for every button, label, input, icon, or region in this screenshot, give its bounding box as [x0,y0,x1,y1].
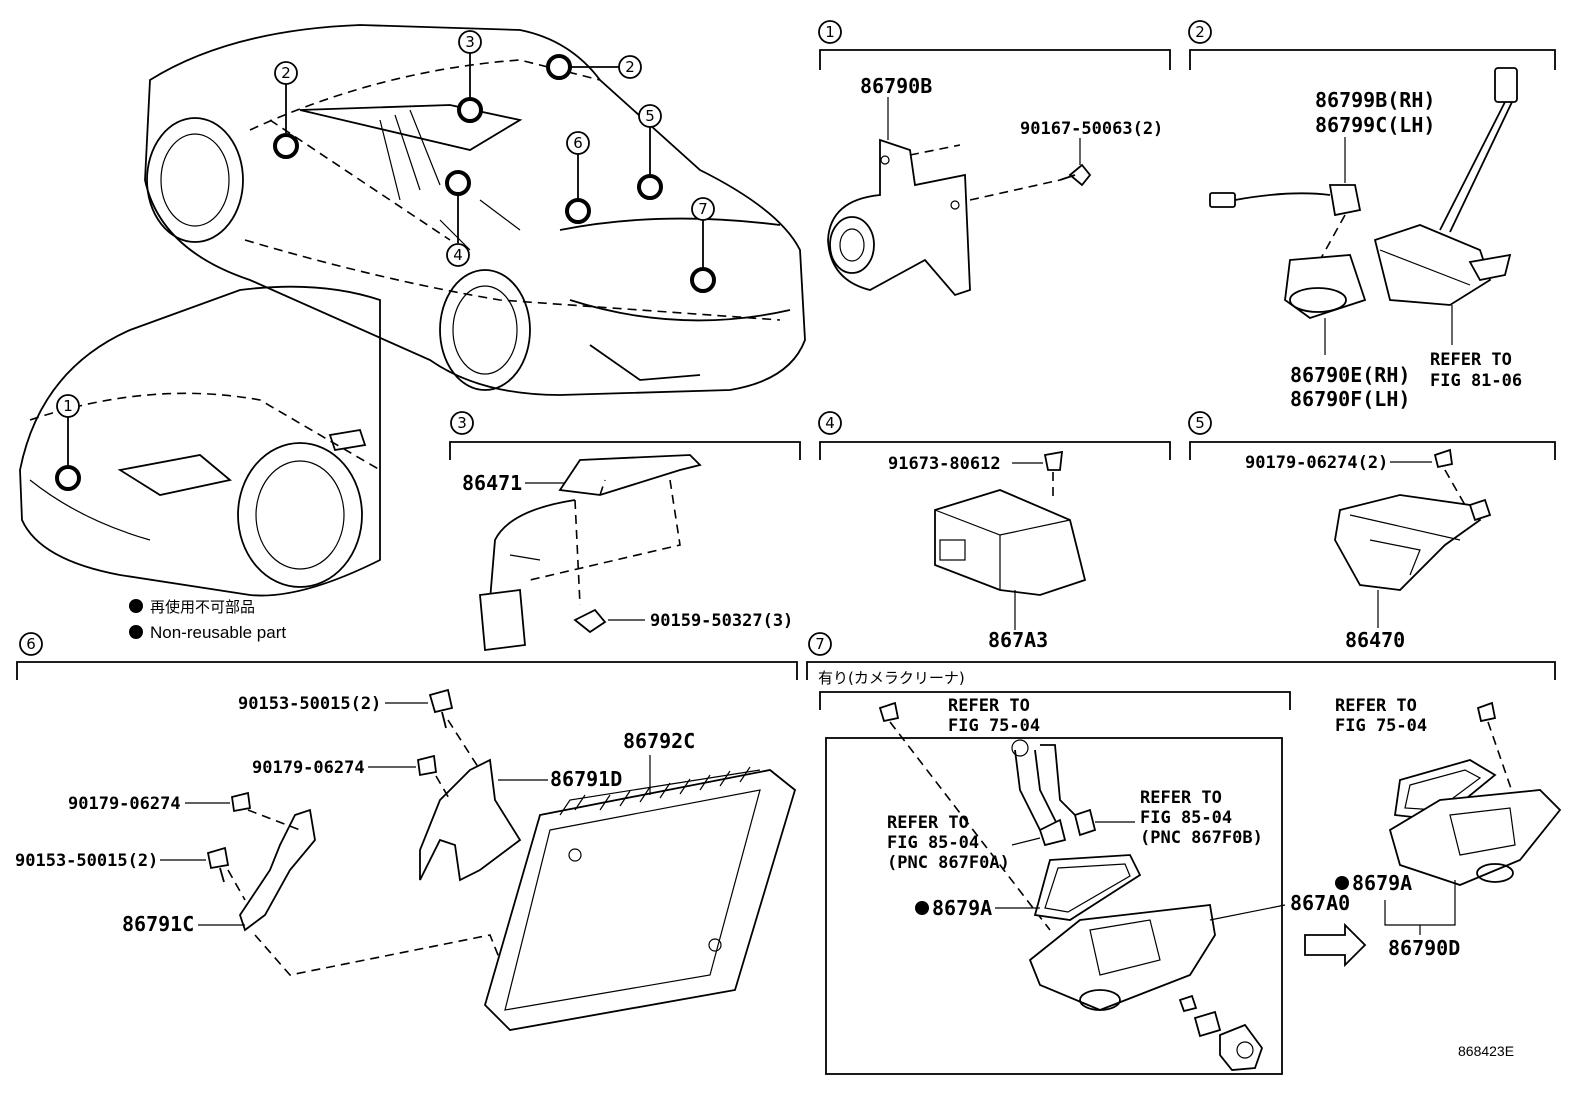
part-86799B: 86799B(RH) [1315,88,1435,112]
part-90153-50015-b: 90153-50015(2) [15,851,158,871]
legend-en: Non-reusable part [150,623,286,642]
part-90179-06274-a: 90179-06274 [252,758,365,778]
section-4-number: 4 [825,414,835,432]
part-90153-50015-a: 90153-50015(2) [238,694,381,714]
section-6-number: 6 [26,635,36,653]
marker-5-label: 5 [645,107,655,125]
section-7-refer-c-2: FIG 85-04 [1140,808,1232,828]
section-7-refer-b-1: REFER TO [887,813,969,833]
section-3-number: 3 [457,414,467,432]
section-2-refer-line2: FIG 81-06 [1430,371,1522,391]
part-86470: 86470 [1345,628,1405,652]
part-86799C: 86799C(LH) [1315,113,1435,137]
section-7-refer-d-2: FIG 75-04 [1335,716,1427,736]
legend-jp: 再使用不可部品 [150,598,255,616]
part-86790E: 86790E(RH) [1290,363,1410,387]
section-1-number: 1 [825,23,835,41]
section-headers: 1 2 3 4 5 6 7 有り(カメラクリーナ) [16,20,1556,1075]
marker-2b-label: 2 [625,58,635,76]
rear-car-view [144,24,806,396]
part-86790D: 86790D [1388,936,1460,960]
part-8679A-b: 8679A [1352,871,1412,895]
section-7-refer-b-2: FIG 85-04 [887,833,979,853]
section-4: 91673-80612 867A3 [888,450,1087,652]
section-7-refer-d-1: REFER TO [1335,696,1417,716]
part-90159-50327: 90159-50327(3) [650,611,793,631]
section-7-refer-b-3: (PNC 867F0A) [887,853,1010,873]
marker-2a-label: 2 [281,64,291,82]
section-1: 86790B 90167-50063(2) [827,74,1163,297]
part-86791C: 86791C [122,912,194,936]
section-7-refer-a-2: FIG 75-04 [948,716,1040,736]
part-91673-80612: 91673-80612 [888,454,1001,474]
part-90167-50063: 90167-50063(2) [1020,119,1163,139]
figure-id: 868423E [1458,1043,1514,1059]
part-86790B: 86790B [860,74,932,98]
section-2: 86799B(RH) 86799C(LH) 86790E(RH) 86790F(… [1209,67,1522,411]
section-3: 86471 90159-50327(3) [462,454,793,652]
section-6: 86792C 86791D 86791C 90153-50015(2) 9017… [15,688,797,1031]
part-867A3: 867A3 [988,628,1048,652]
part-90179-06274-2: 90179-06274(2) [1245,453,1388,473]
part-86791D: 86791D [550,767,622,791]
part-86790F: 86790F(LH) [1290,387,1410,411]
part-86471: 86471 [462,471,522,495]
marker-7-label: 7 [698,200,708,218]
part-86792C: 86792C [623,729,695,753]
section-2-number: 2 [1195,23,1205,41]
section-7-number: 7 [815,635,825,653]
marker-3-label: 3 [465,33,475,51]
section-7: REFER TO FIG 75-04 REFER TO FIG 85-04 (P… [878,696,1562,1071]
part-90179-06274-b: 90179-06274 [68,794,181,814]
front-car-view [19,285,381,597]
marker-1-label: 1 [63,397,73,415]
car-markers: 1 2 2 3 4 5 6 7 [55,30,716,491]
marker-4-label: 4 [453,246,463,264]
marker-6-label: 6 [573,134,583,152]
section-5: 90179-06274(2) 86470 [1245,448,1492,652]
section-7-subheading: 有り(カメラクリーナ) [818,669,965,687]
section-7-refer-a-1: REFER TO [948,696,1030,716]
section-2-refer-line1: REFER TO [1430,350,1512,370]
legend: 再使用不可部品 Non-reusable part [129,598,286,642]
section-5-number: 5 [1195,414,1205,432]
part-8679A-a: 8679A [932,896,992,920]
section-7-refer-c-1: REFER TO [1140,788,1222,808]
part-867A0: 867A0 [1290,891,1350,915]
section-7-refer-c-3: (PNC 867F0B) [1140,828,1263,848]
